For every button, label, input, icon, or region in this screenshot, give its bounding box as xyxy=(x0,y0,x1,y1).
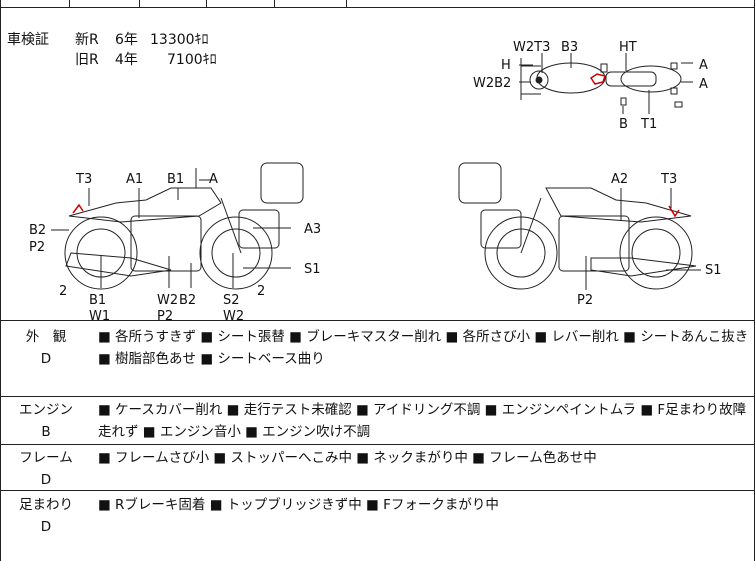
old-r-label: 旧R xyxy=(75,52,99,68)
left-label-p2: P2 xyxy=(29,240,45,255)
condition-label: エンジン xyxy=(19,402,73,418)
front-wheel xyxy=(199,216,273,290)
condition-label: 外 観 xyxy=(25,329,67,345)
header-divider xyxy=(346,0,347,8)
condition-notes: ■ Rブレーキ固着 ■ トップブリッジきず中 ■ Fフォークまがり中 xyxy=(98,497,499,513)
front-fairing xyxy=(480,209,522,249)
left-view-diagram: T3 A1 B1 A B2 P2 A3 S1 2 2 B1 W1 W2 B2 P… xyxy=(29,162,321,323)
header-strip xyxy=(1,0,755,8)
header-divider xyxy=(69,0,70,8)
condition-grade: D xyxy=(40,519,52,535)
left-label-b2-lower: B2 xyxy=(179,293,196,308)
left-label-b2: B2 xyxy=(29,223,46,238)
left-label-p2-lower: P2 xyxy=(157,309,173,323)
left-label-w2: W2 xyxy=(157,293,178,308)
condition-label-cell: 外 観 D xyxy=(1,326,91,370)
windscreen xyxy=(458,162,502,204)
rear-wheel xyxy=(64,216,138,290)
left-label-b1-lower: B1 xyxy=(89,293,106,308)
windscreen xyxy=(260,162,304,204)
front-fairing xyxy=(238,209,280,249)
left-label-a1: A1 xyxy=(126,172,143,187)
condition-label-cell: フレーム D xyxy=(1,447,91,491)
right-view-diagram: A2 T3 S1 P2 xyxy=(458,162,722,308)
engine-block xyxy=(558,215,630,272)
right-label-s1: S1 xyxy=(705,263,722,278)
inspection-label: 車検証 xyxy=(7,32,49,48)
engine-block xyxy=(130,215,202,272)
header-divider xyxy=(274,0,275,8)
tail-light-right xyxy=(670,87,678,95)
top-label-ht: HT xyxy=(619,40,637,55)
top-label-a-upper: A xyxy=(699,58,708,73)
new-r-label: 新R xyxy=(75,32,99,48)
condition-row-frame: フレーム D ■ フレームさび小 ■ ストッパーへこみ中 ■ ネックまがり中 ■… xyxy=(1,445,755,491)
rear-wheel xyxy=(619,216,693,290)
lower-mount xyxy=(620,97,627,106)
right-label-a2: A2 xyxy=(611,172,628,187)
condition-notes: ■ フレームさび小 ■ ストッパーへこみ中 ■ ネックまがり中 ■ フレーム色あ… xyxy=(98,450,597,466)
left-label-w2-lower: W2 xyxy=(223,309,244,323)
old-r-years: 4年 xyxy=(115,52,138,68)
headlight-outline xyxy=(529,70,549,90)
left-label-a3: A3 xyxy=(304,222,321,237)
condition-label-cell: エンジン B xyxy=(1,399,91,443)
seat-outline xyxy=(605,71,657,87)
condition-label-cell: 足まわり D xyxy=(1,494,91,538)
top-view-diagram: W2T3 B3 HT H W2B2 A A B T1 xyxy=(473,40,708,132)
condition-label: 足まわり xyxy=(19,497,73,513)
header-divider xyxy=(206,0,207,8)
new-r-value: 13300ｷﾛ xyxy=(150,32,209,48)
headlight-center xyxy=(535,76,543,84)
left-label-a: A xyxy=(209,172,218,187)
header-divider xyxy=(139,0,140,8)
condition-row-exterior: 外 観 D ■ 各所うすきず ■ シート張替 ■ ブレーキマスター削れ ■ 各所… xyxy=(1,321,755,397)
left-label-t3: T3 xyxy=(75,172,92,187)
diagram-area: 車検証 新R 6年 13300ｷﾛ 旧R 4年 7100ｷﾛ xyxy=(1,8,755,323)
damage-mark xyxy=(668,205,680,218)
tail-outline xyxy=(620,65,682,93)
condition-row-suspension: 足まわり D ■ Rブレーキ固着 ■ トップブリッジきず中 ■ Fフォークまがり… xyxy=(1,491,755,561)
condition-notes: ■ ケースカバー削れ ■ 走行テスト未確認 ■ アイドリング不調 ■ エンジンペ… xyxy=(98,402,747,440)
tank-and-seat xyxy=(68,187,222,223)
condition-grade: D xyxy=(40,472,52,488)
top-label-b3: B3 xyxy=(561,40,578,55)
top-label-t1: T1 xyxy=(640,117,657,132)
left-label-2-front: 2 xyxy=(257,284,265,299)
right-label-t3: T3 xyxy=(660,172,677,187)
condition-row-engine: エンジン B ■ ケースカバー削れ ■ 走行テスト未確認 ■ アイドリング不調 … xyxy=(1,397,755,445)
damage-mark xyxy=(72,203,84,214)
condition-label: フレーム xyxy=(19,450,73,466)
top-label-b: B xyxy=(619,117,628,132)
tail-light-left xyxy=(670,62,678,70)
top-label-a-lower: A xyxy=(699,77,708,92)
condition-notes: ■ 各所うすきず ■ シート張替 ■ ブレーキマスター削れ ■ 各所さび小 ■ … xyxy=(98,329,749,367)
condition-grade: B xyxy=(41,424,51,440)
front-fork xyxy=(520,197,542,254)
old-r-value: 7100ｷﾛ xyxy=(167,52,217,68)
rear-mark xyxy=(674,101,683,108)
exhaust-pipe xyxy=(65,252,172,277)
exhaust-pipe xyxy=(590,257,697,277)
right-label-p2: P2 xyxy=(577,293,593,308)
left-label-w1: W1 xyxy=(89,309,110,323)
top-label-h: H xyxy=(501,58,511,73)
front-fork xyxy=(220,197,242,254)
left-label-b1: B1 xyxy=(167,172,184,187)
damage-mark xyxy=(589,73,606,85)
left-label-s2: S2 xyxy=(223,293,240,308)
left-label-s1: S1 xyxy=(304,262,321,277)
tank-and-seat xyxy=(545,187,692,223)
upper-mount xyxy=(600,63,608,73)
left-label-2-rear: 2 xyxy=(59,284,67,299)
top-label-w2t3: W2T3 xyxy=(513,40,550,55)
new-r-years: 6年 xyxy=(115,32,138,48)
top-label-w2b2: W2B2 xyxy=(473,76,511,91)
condition-grade: D xyxy=(40,351,52,367)
